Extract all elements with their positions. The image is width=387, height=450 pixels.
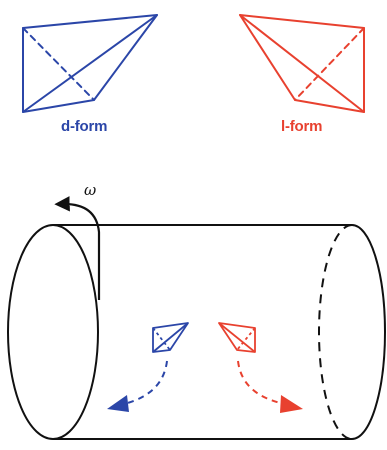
l-form-label: l-form xyxy=(281,118,323,135)
rotation-arrow xyxy=(54,196,101,300)
d-form-tetrahedron xyxy=(22,14,158,113)
cylinder-back-end-hidden xyxy=(318,224,353,440)
small-l-form-tetrahedron xyxy=(218,322,256,353)
cylinder xyxy=(7,224,386,440)
small-d-form-tetrahedron xyxy=(152,322,189,353)
l-form-trajectory-arrow xyxy=(237,360,303,413)
cylinder-front-end xyxy=(7,224,99,440)
l-form-tetrahedron xyxy=(239,14,365,113)
angular-velocity-label: ω xyxy=(84,181,97,199)
d-form-trajectory-arrow xyxy=(107,360,168,412)
d-form-label: d-form xyxy=(61,118,108,135)
